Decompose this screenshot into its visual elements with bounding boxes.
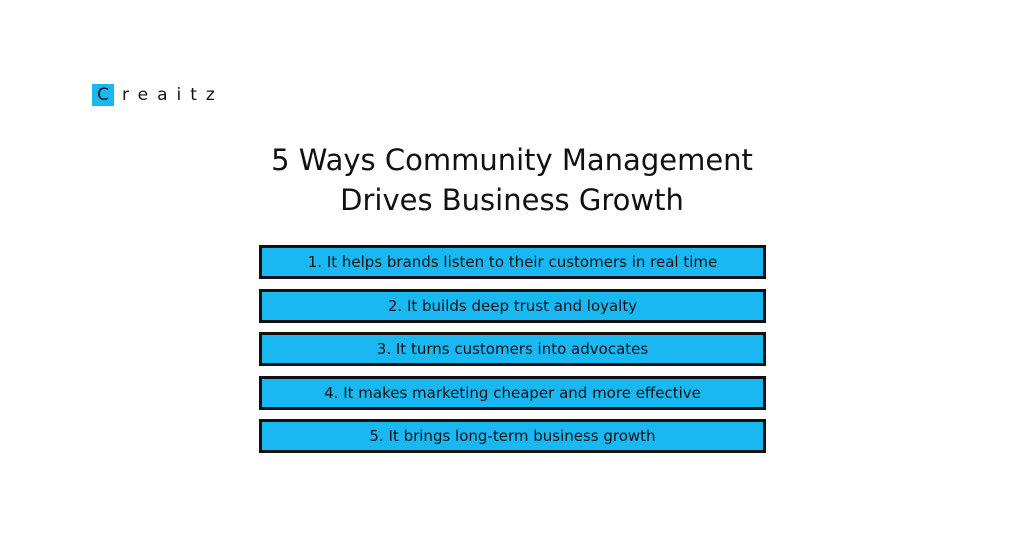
- list-item: 5. It brings long-term business growth: [259, 419, 766, 453]
- brand-logo: C reaitz: [92, 84, 224, 106]
- ways-list: 1. It helps brands listen to their custo…: [259, 245, 766, 463]
- list-item: 2. It builds deep trust and loyalty: [259, 288, 766, 323]
- list-item: 4. It makes marketing cheaper and more e…: [259, 375, 766, 410]
- title-line-1: 5 Ways Community Management: [271, 143, 753, 177]
- list-item: 1. It helps brands listen to their custo…: [259, 245, 766, 279]
- list-item: 3. It turns customers into advocates: [259, 332, 766, 366]
- logo-initial: C: [92, 84, 114, 106]
- logo-text: reaitz: [122, 84, 224, 105]
- title-line-2: Drives Business Growth: [340, 183, 684, 217]
- page-title: 5 Ways Community Management Drives Busin…: [0, 140, 1024, 220]
